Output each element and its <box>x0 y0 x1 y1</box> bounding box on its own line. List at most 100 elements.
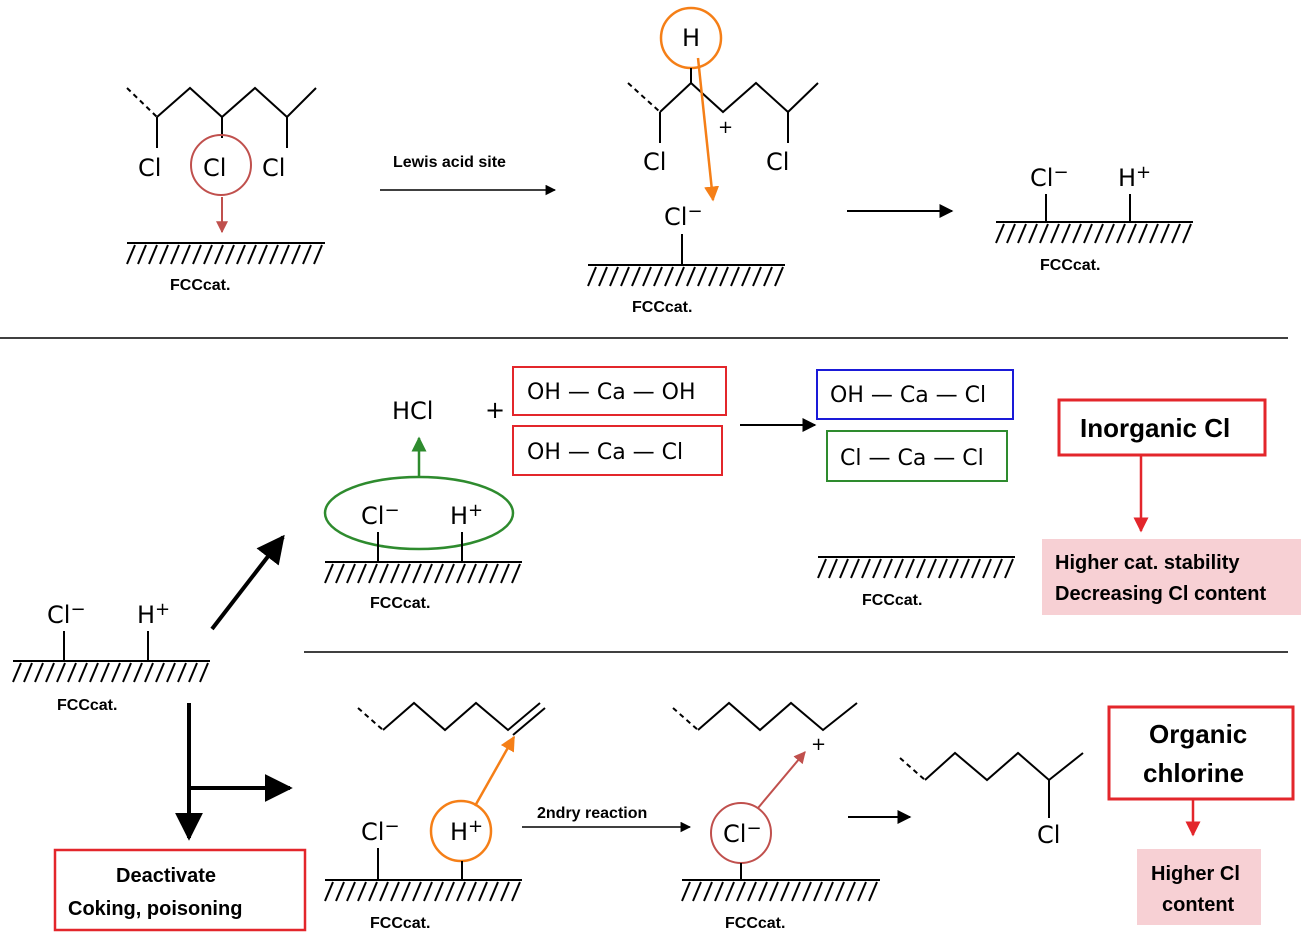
hatch-mark <box>960 558 970 579</box>
hatch-mark <box>34 662 44 683</box>
hatch-mark <box>78 662 88 683</box>
hatch-mark <box>598 266 608 287</box>
hatch-mark <box>817 558 827 579</box>
ca-cl2-box <box>826 430 1008 482</box>
cl-highlight-circle <box>190 134 252 196</box>
hatch-mark <box>1105 223 1115 244</box>
branch-arrow-up <box>210 534 285 631</box>
stability-line1: Higher cat. stability <box>1055 552 1240 574</box>
catalyst-label-2: FCCcat. <box>632 299 692 316</box>
hatch-mark <box>1116 223 1126 244</box>
hatch-mark <box>982 558 992 579</box>
hatch-mark <box>714 881 724 902</box>
higher-cl-line1: Higher Cl <box>1151 863 1240 885</box>
hatch-mark <box>434 563 444 584</box>
hatch-mark <box>188 662 198 683</box>
hatch-mark <box>719 266 729 287</box>
hatch-mark <box>916 558 926 579</box>
hatch-mark <box>1127 223 1137 244</box>
pvc-cl-left: Cl <box>138 154 161 182</box>
carbocation-cl-left: Cl <box>643 148 666 176</box>
catalyst-surface-3 <box>995 221 1193 244</box>
hatch-mark <box>67 662 77 683</box>
hatch-mark <box>280 244 290 265</box>
hatch-mark <box>1006 223 1016 244</box>
hatch-mark <box>467 563 477 584</box>
stability-line2: Decreasing Cl content <box>1055 583 1267 605</box>
surface-cl-mid: Cl− <box>361 500 400 530</box>
catalyst-label-3: FCCcat. <box>1040 257 1100 274</box>
carbocation-plus: + <box>718 117 733 138</box>
lewis-acid-label: Lewis acid site <box>393 154 506 171</box>
plus-sign-mid: + <box>485 396 505 424</box>
hatch-mark <box>412 881 422 902</box>
hatch-mark <box>148 244 158 265</box>
organic-chlorine-box <box>1107 705 1295 801</box>
hatch-mark <box>56 662 66 683</box>
inorganic-cl-label: Inorganic Cl <box>1080 413 1230 443</box>
catalyst-surface-7 <box>681 879 880 902</box>
hatch-mark <box>324 881 334 902</box>
hatch-mark <box>236 244 246 265</box>
carbocation-chain <box>627 68 819 143</box>
ca-ohcl-label-left: OH — Ca — Cl <box>527 440 683 465</box>
catalyst-surface-6 <box>324 879 522 902</box>
hatch-mark <box>752 266 762 287</box>
hatch-mark <box>511 563 521 584</box>
hatch-mark <box>423 563 433 584</box>
hatch-mark <box>247 244 257 265</box>
hatch-mark <box>357 881 367 902</box>
hcl-product: HCl <box>392 397 433 425</box>
hatch-mark <box>868 881 878 902</box>
hatch-mark <box>587 266 597 287</box>
surface-cl-bottom: Cl− <box>361 816 400 846</box>
hatch-mark <box>1061 223 1071 244</box>
hatch-mark <box>445 881 455 902</box>
hatch-mark <box>927 558 937 579</box>
hatch-mark <box>828 558 838 579</box>
pvc-cl-right: Cl <box>262 154 285 182</box>
hatch-mark <box>445 563 455 584</box>
deactivate-line1: Deactivate <box>116 865 216 887</box>
hatch-mark <box>346 881 356 902</box>
hatch-mark <box>500 563 510 584</box>
hatch-mark <box>478 881 488 902</box>
pvc-chain <box>126 86 317 148</box>
hatch-mark <box>214 244 224 265</box>
surface-h-left: H+ <box>137 599 170 629</box>
hatch-mark <box>850 558 860 579</box>
organic-chlorine-line1: Organic <box>1149 719 1247 749</box>
hatch-mark <box>390 881 400 902</box>
hatch-mark <box>609 266 619 287</box>
hatch-mark <box>1039 223 1049 244</box>
hatch-mark <box>791 881 801 902</box>
hatch-mark <box>703 881 713 902</box>
surface-h-bottom: H+ <box>450 816 483 846</box>
pvc-cl-center: Cl <box>203 154 226 182</box>
catalyst-surface-left <box>12 660 210 683</box>
hatch-mark <box>675 266 685 287</box>
stability-box <box>1042 539 1301 615</box>
hatch-mark <box>730 266 740 287</box>
hatch-mark <box>758 881 768 902</box>
catalyst-surface-4 <box>324 561 522 584</box>
catalyst-surface-5 <box>817 556 1015 579</box>
inorganic-cl-box <box>1057 398 1267 457</box>
hatch-mark <box>1149 223 1159 244</box>
catalyst-label-6: FCCcat. <box>370 915 430 932</box>
catalyst-label-4: FCCcat. <box>370 595 430 612</box>
catalyst-surface-2 <box>587 264 785 287</box>
hatch-mark <box>291 244 301 265</box>
hatch-mark <box>1050 223 1060 244</box>
hatch-mark <box>258 244 268 265</box>
hatch-mark <box>45 662 55 683</box>
hatch-mark <box>144 662 154 683</box>
hatch-mark <box>379 881 389 902</box>
hatch-mark <box>192 244 202 265</box>
hatch-mark <box>692 881 702 902</box>
hatch-mark <box>839 558 849 579</box>
hatch-mark <box>1072 223 1082 244</box>
secondary-reaction-label: 2ndry reaction <box>537 805 647 822</box>
hatch-mark <box>653 266 663 287</box>
hatch-mark <box>993 558 1003 579</box>
